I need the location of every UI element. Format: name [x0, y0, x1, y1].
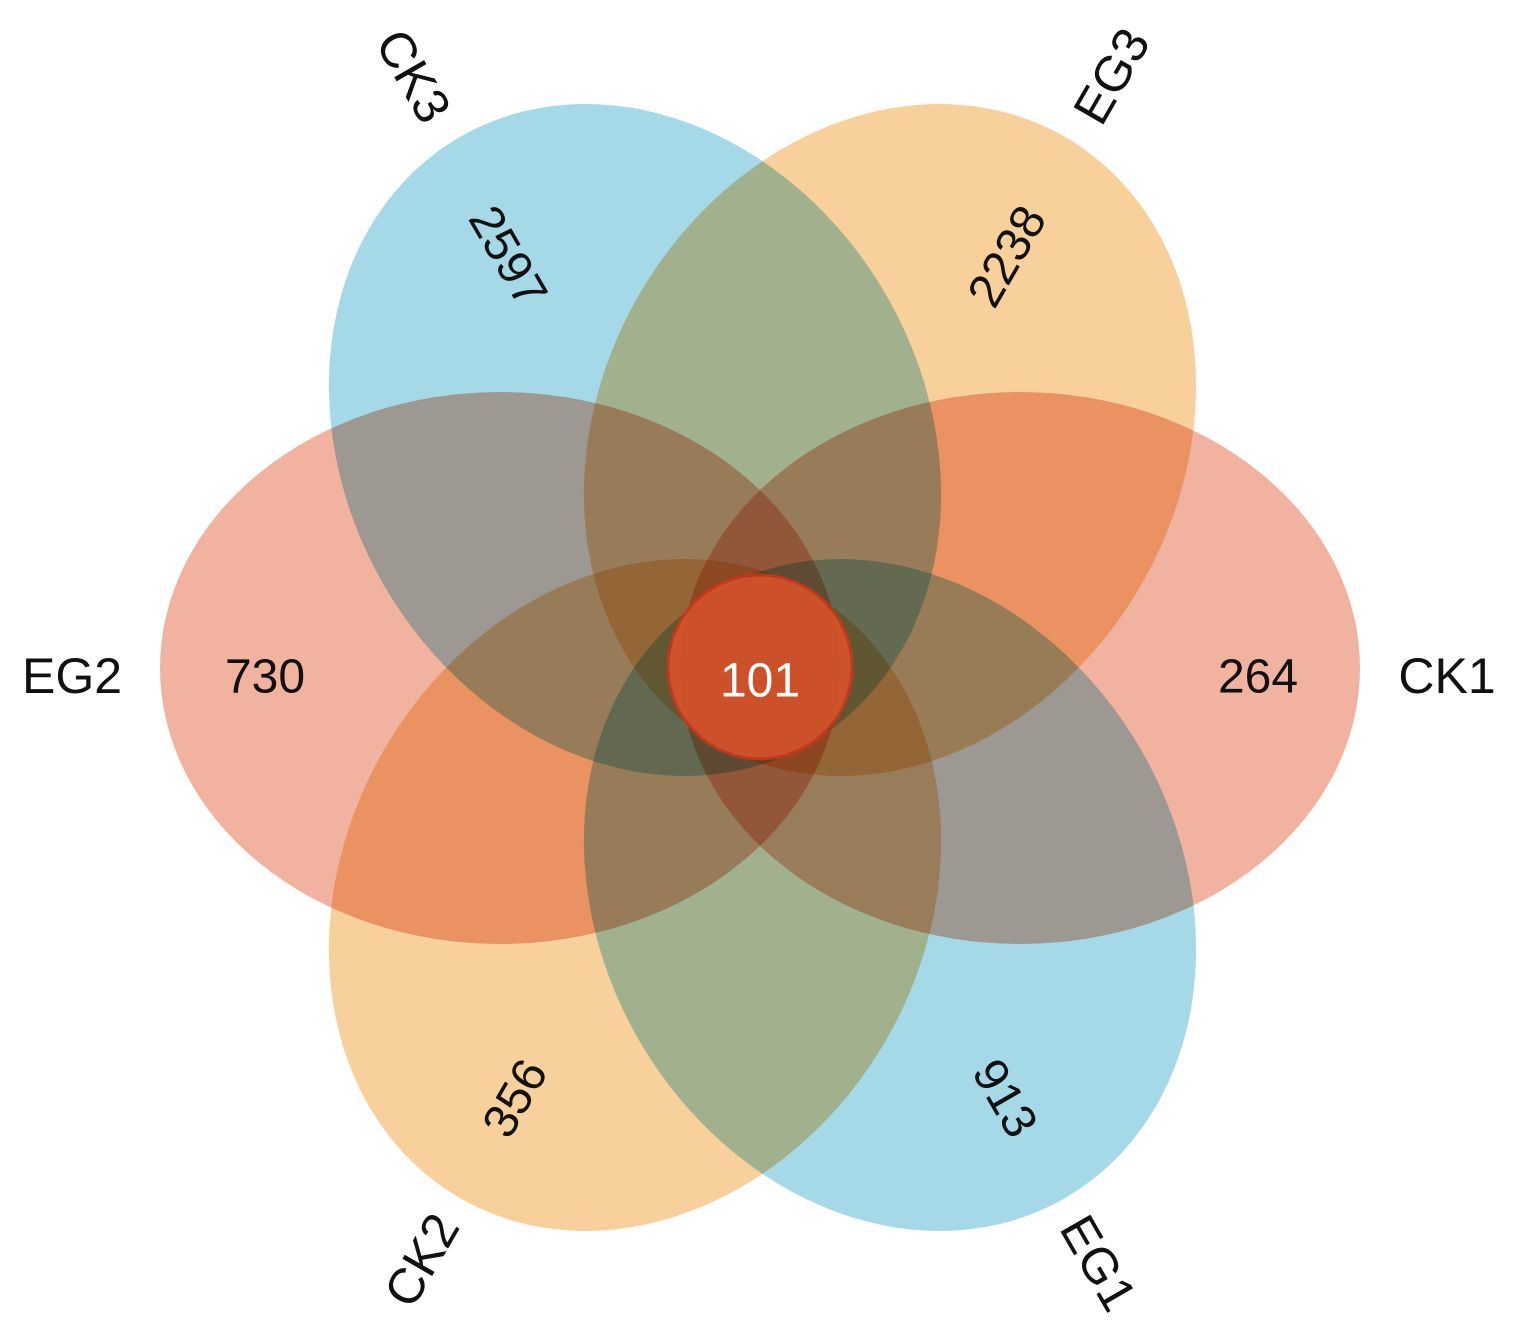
label-ck2: CK2 [373, 1204, 470, 1316]
label-eg1: EG1 [1049, 1206, 1148, 1321]
petal-eg2 [160, 392, 840, 944]
core-circle [666, 573, 854, 761]
count-eg2: 730 [225, 651, 305, 704]
label-ck3: CK3 [365, 20, 462, 132]
label-ck1: CK1 [1398, 648, 1495, 704]
label-eg2: EG2 [22, 648, 122, 704]
count-ck1: 264 [1218, 651, 1298, 704]
label-eg3: EG3 [1062, 19, 1161, 134]
count-core: 101 [720, 655, 800, 708]
